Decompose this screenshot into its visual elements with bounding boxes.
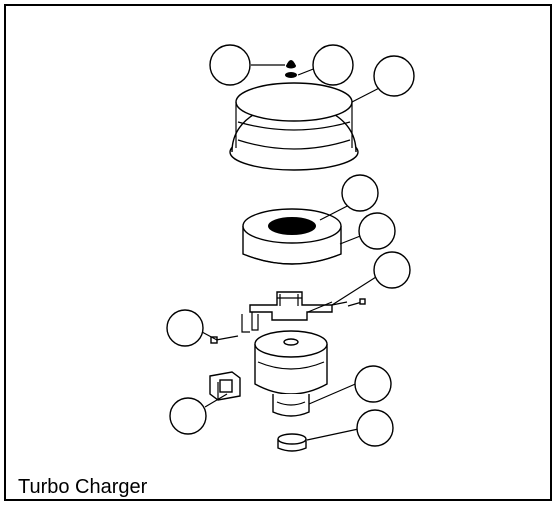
callout-circle xyxy=(356,409,394,447)
diagram-caption: Turbo Charger xyxy=(18,476,148,498)
callout-circle xyxy=(354,365,392,403)
callout-circle xyxy=(341,174,379,212)
air-filter-cover xyxy=(229,82,359,171)
oil-gasket xyxy=(277,433,307,452)
diagram-frame: Turbo Charger xyxy=(4,4,552,501)
callout-circle xyxy=(166,309,204,347)
filter-ring xyxy=(242,208,342,265)
washer xyxy=(285,72,297,78)
cap-nut xyxy=(286,60,296,69)
callout-circle xyxy=(209,44,251,86)
callout-circle xyxy=(358,212,396,250)
callout-circle xyxy=(169,397,207,435)
callout-circles xyxy=(166,44,415,447)
mounting-bracket xyxy=(241,291,348,333)
callout-circle xyxy=(373,55,415,97)
sensor-block xyxy=(209,371,241,401)
turbo-housing xyxy=(254,330,328,417)
callout-circle xyxy=(312,44,354,86)
callout-circle xyxy=(373,251,411,289)
exploded-view-drawing xyxy=(166,44,415,452)
